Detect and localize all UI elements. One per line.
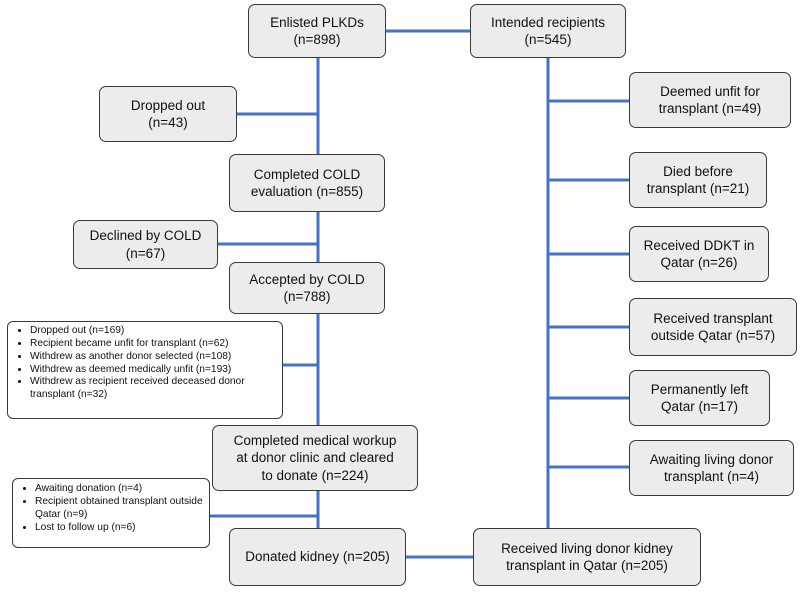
declined-cold-box: Declined by COLD (n=67) (73, 220, 218, 269)
transplant-outside-line1: Received transplant (653, 310, 773, 326)
deemed-unfit-box: Deemed unfit for transplant (n=49) (629, 72, 791, 128)
exclusion-recipient-unfit: Recipient became unfit for transplant (n… (30, 338, 276, 351)
exclusion-another-donor: Withdrew as another donor selected (n=10… (30, 351, 276, 364)
medical-workup-line2: at donor clinic and cleared (236, 450, 394, 466)
transplant-outside-line2: outside Qatar (n=57) (650, 328, 776, 343)
received-ddkt-line1: Received DDKT in (643, 237, 755, 253)
declined-cold-label: Declined by COLD (89, 228, 202, 244)
deemed-unfit-line1: Deemed unfit for (660, 83, 760, 99)
enlisted-plkds-box: Enlisted PLKDs (n=898) (248, 4, 386, 58)
received-living-donor-line2: transplant in Qatar (n=205) (506, 558, 668, 573)
dropped-out-label: Dropped out (130, 97, 206, 113)
accepted-cold-box: Accepted by COLD (n=788) (229, 262, 385, 314)
medical-workup-line1: Completed medical workup (233, 433, 397, 449)
exclusion-medically-unfit: Withdrew as deemed medically unfit (n=19… (30, 364, 276, 377)
declined-cold-count: (n=67) (125, 245, 166, 261)
medical-workup-box: Completed medical workup at donor clinic… (212, 425, 418, 491)
donated-kidney-label: Donated kidney (n=205) (245, 549, 390, 565)
deemed-unfit-line2: transplant (n=49) (658, 101, 762, 116)
awaiting-living-donor-line2: transplant (n=4) (664, 469, 759, 484)
accepted-cold-count: (n=788) (283, 289, 331, 304)
received-ddkt-box: Received DDKT in Qatar (n=26) (629, 226, 769, 282)
enlisted-plkds-count: (n=898) (293, 32, 341, 47)
medical-workup-line3: to donate (n=224) (261, 467, 369, 483)
dropped-out-count: (n=43) (148, 115, 188, 130)
exclusion-dropped-out: Dropped out (n=169) (30, 325, 276, 338)
exclusion-lost-follow-up: Lost to follow up (n=6) (35, 522, 203, 535)
completed-cold-box: Completed COLD evaluation (n=855) (229, 154, 385, 212)
donated-kidney-box: Donated kidney (n=205) (229, 528, 406, 586)
died-before-line2: transplant (n=21) (646, 181, 750, 196)
received-living-donor-box: Received living donor kidney transplant … (473, 528, 701, 586)
awaiting-living-donor-box: Awaiting living donor transplant (n=4) (629, 440, 794, 496)
exclusion-deceased-donor: Withdrew as recipient received deceased … (30, 376, 276, 402)
exclusions-list-2: Awaiting donation (n=4) Recipient obtain… (12, 478, 210, 548)
received-living-donor-line1: Received living donor kidney (501, 540, 673, 556)
awaiting-living-donor-line1: Awaiting living donor (649, 451, 774, 467)
intended-recipients-label: Intended recipients (490, 14, 606, 30)
left-qatar-box: Permanently left Qatar (n=17) (629, 370, 770, 426)
enlisted-plkds-label: Enlisted PLKDs (270, 14, 364, 30)
left-qatar-line1: Permanently left (650, 381, 749, 397)
intended-recipients-count: (n=545) (524, 32, 572, 47)
left-qatar-line2: Qatar (n=17) (661, 399, 738, 414)
died-before-box: Died before transplant (n=21) (629, 152, 767, 208)
died-before-line1: Died before (663, 163, 733, 179)
completed-cold-line2: evaluation (n=855) (250, 184, 364, 199)
exclusion-transplant-outside: Recipient obtained transplant outside Qa… (35, 496, 203, 522)
intended-recipients-box: Intended recipients (n=545) (470, 4, 626, 58)
exclusion-awaiting-donation: Awaiting donation (n=4) (35, 483, 203, 496)
exclusions-list-1: Dropped out (n=169) Recipient became unf… (7, 321, 283, 419)
received-ddkt-line2: Qatar (n=26) (660, 255, 738, 270)
transplant-outside-box: Received transplant outside Qatar (n=57) (629, 298, 797, 356)
accepted-cold-label: Accepted by COLD (249, 271, 365, 287)
dropped-out-box: Dropped out (n=43) (99, 86, 237, 142)
completed-cold-line1: Completed COLD (253, 166, 361, 182)
